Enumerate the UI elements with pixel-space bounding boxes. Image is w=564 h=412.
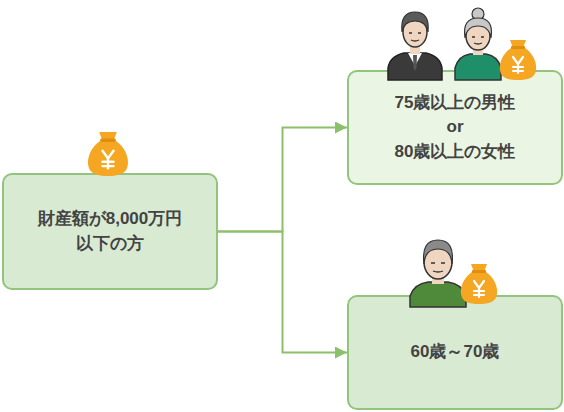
branch-arrow [218, 232, 347, 353]
elderly-woman-icon [455, 8, 501, 80]
box-label: 60歳～70歳 [411, 340, 500, 365]
senior-man-icon [410, 240, 466, 307]
box-label: 財産額が8,000万円 以下の方 [23, 207, 198, 256]
branch-arrow [218, 128, 347, 232]
result-box: 75歳以上の男性 or 80歳以上の女性 [347, 70, 563, 185]
money-bag-icon [88, 132, 128, 176]
condition-box: 財産額が8,000万円 以下の方 [2, 173, 218, 290]
money-bag-icon [461, 264, 497, 304]
box-label: 75歳以上の男性 or 80歳以上の女性 [387, 91, 523, 165]
result-box: 60歳～70歳 [347, 295, 563, 410]
money-bag-icon [500, 40, 536, 80]
elderly-man-icon [388, 12, 442, 80]
